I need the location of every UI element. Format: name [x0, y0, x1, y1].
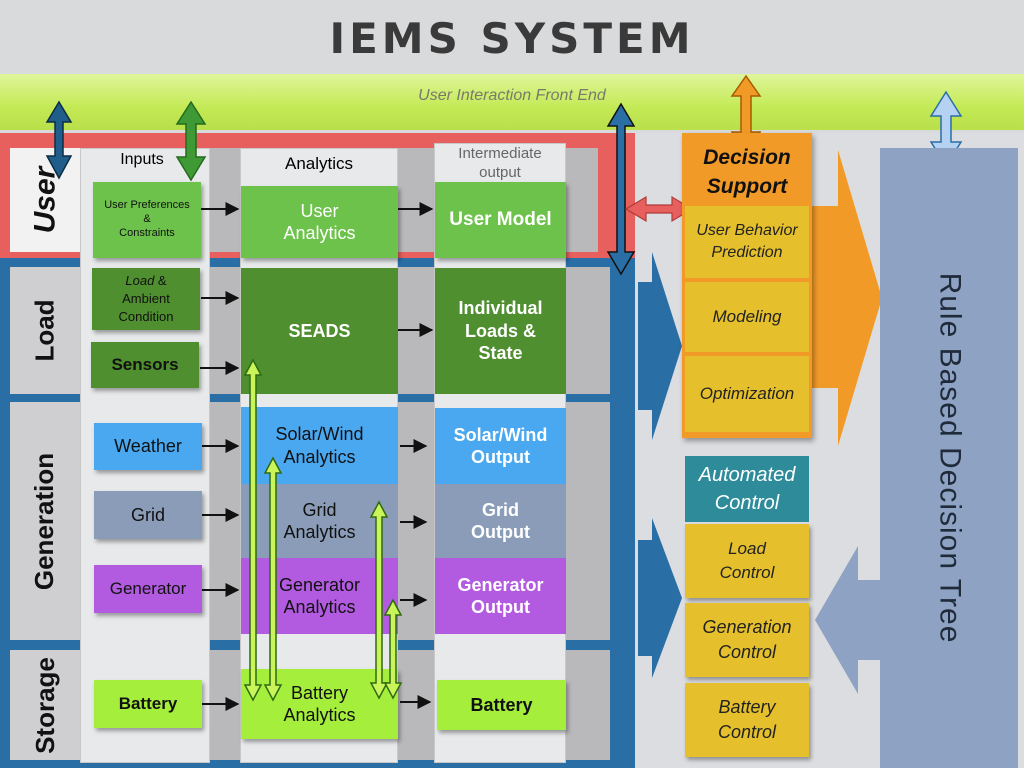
ac-item-load-control: Load Control: [685, 524, 809, 598]
inputs-header: Inputs: [120, 151, 164, 168]
ds-item-modeling: Modeling: [685, 282, 809, 352]
ds-item-user-behavior: User Behavior Prediction: [685, 206, 809, 278]
green-double-arrow-inputs: [175, 100, 207, 182]
lime-arrow-4: [383, 598, 403, 700]
intermediate-header: Intermediate output: [458, 144, 542, 182]
analytics-user: User Analytics: [241, 186, 398, 258]
input-sensors: Sensors: [91, 342, 199, 388]
output-individual-loads: Individual Loads & State: [435, 268, 566, 394]
analytics-header: Analytics: [284, 154, 354, 173]
storage-label-cell: Storage: [10, 650, 80, 760]
page-title: IEMS SYSTEM: [329, 13, 695, 63]
input-grid: Grid: [94, 491, 202, 539]
analytics-generator: Generator Analytics: [241, 558, 398, 634]
output-solar-wind: Solar/Wind Output: [435, 408, 566, 484]
decision-support-header: Decision Support: [703, 145, 791, 198]
rule-tree-label: Rule Based Decision Tree: [933, 272, 967, 644]
battery-link-arrows: [243, 358, 403, 702]
blue-chevron-upper: [638, 252, 682, 440]
ac-item-generation-control: Generation Control: [685, 603, 809, 677]
user-label-cell: User: [10, 148, 80, 252]
automated-control-header: Automated Control: [685, 456, 809, 522]
flow-arrows: [200, 202, 434, 711]
lime-arrow-1: [243, 358, 263, 702]
output-generator: Generator Output: [435, 558, 566, 634]
ac-item-battery-control: Battery Control: [685, 683, 809, 757]
generation-label-cell: Generation: [10, 402, 80, 640]
output-grid: Grid Output: [435, 484, 566, 558]
input-generator: Generator: [94, 565, 202, 613]
blue-double-arrow-vertical: [606, 102, 636, 276]
output-user-model: User Model: [435, 182, 566, 258]
blue-chevron-lower: [638, 518, 682, 678]
analytics-grid: Grid Analytics: [241, 484, 398, 558]
load-label-cell: Load: [10, 267, 80, 394]
teal-double-arrow-user: [45, 100, 73, 180]
output-battery: Battery: [437, 680, 566, 730]
rule-tree-panel: Rule Based Decision Tree: [880, 148, 1018, 768]
slate-arrow-from-tree: [815, 546, 880, 694]
input-battery: Battery: [94, 680, 202, 728]
input-weather: Weather: [94, 423, 202, 470]
front-end-label: User Interaction Front End: [418, 87, 606, 104]
front-end-band: User Interaction Front End: [0, 74, 1024, 130]
analytics-battery: Battery Analytics: [241, 669, 398, 739]
input-user-preferences: User Preferences&Constraints: [93, 182, 201, 258]
lime-arrow-3: [369, 500, 389, 700]
analytics-seads: SEADS: [241, 268, 398, 394]
orange-arrow-to-tree: [808, 150, 882, 446]
ds-item-optimization: Optimization: [685, 356, 809, 432]
lime-arrow-2: [263, 456, 283, 702]
